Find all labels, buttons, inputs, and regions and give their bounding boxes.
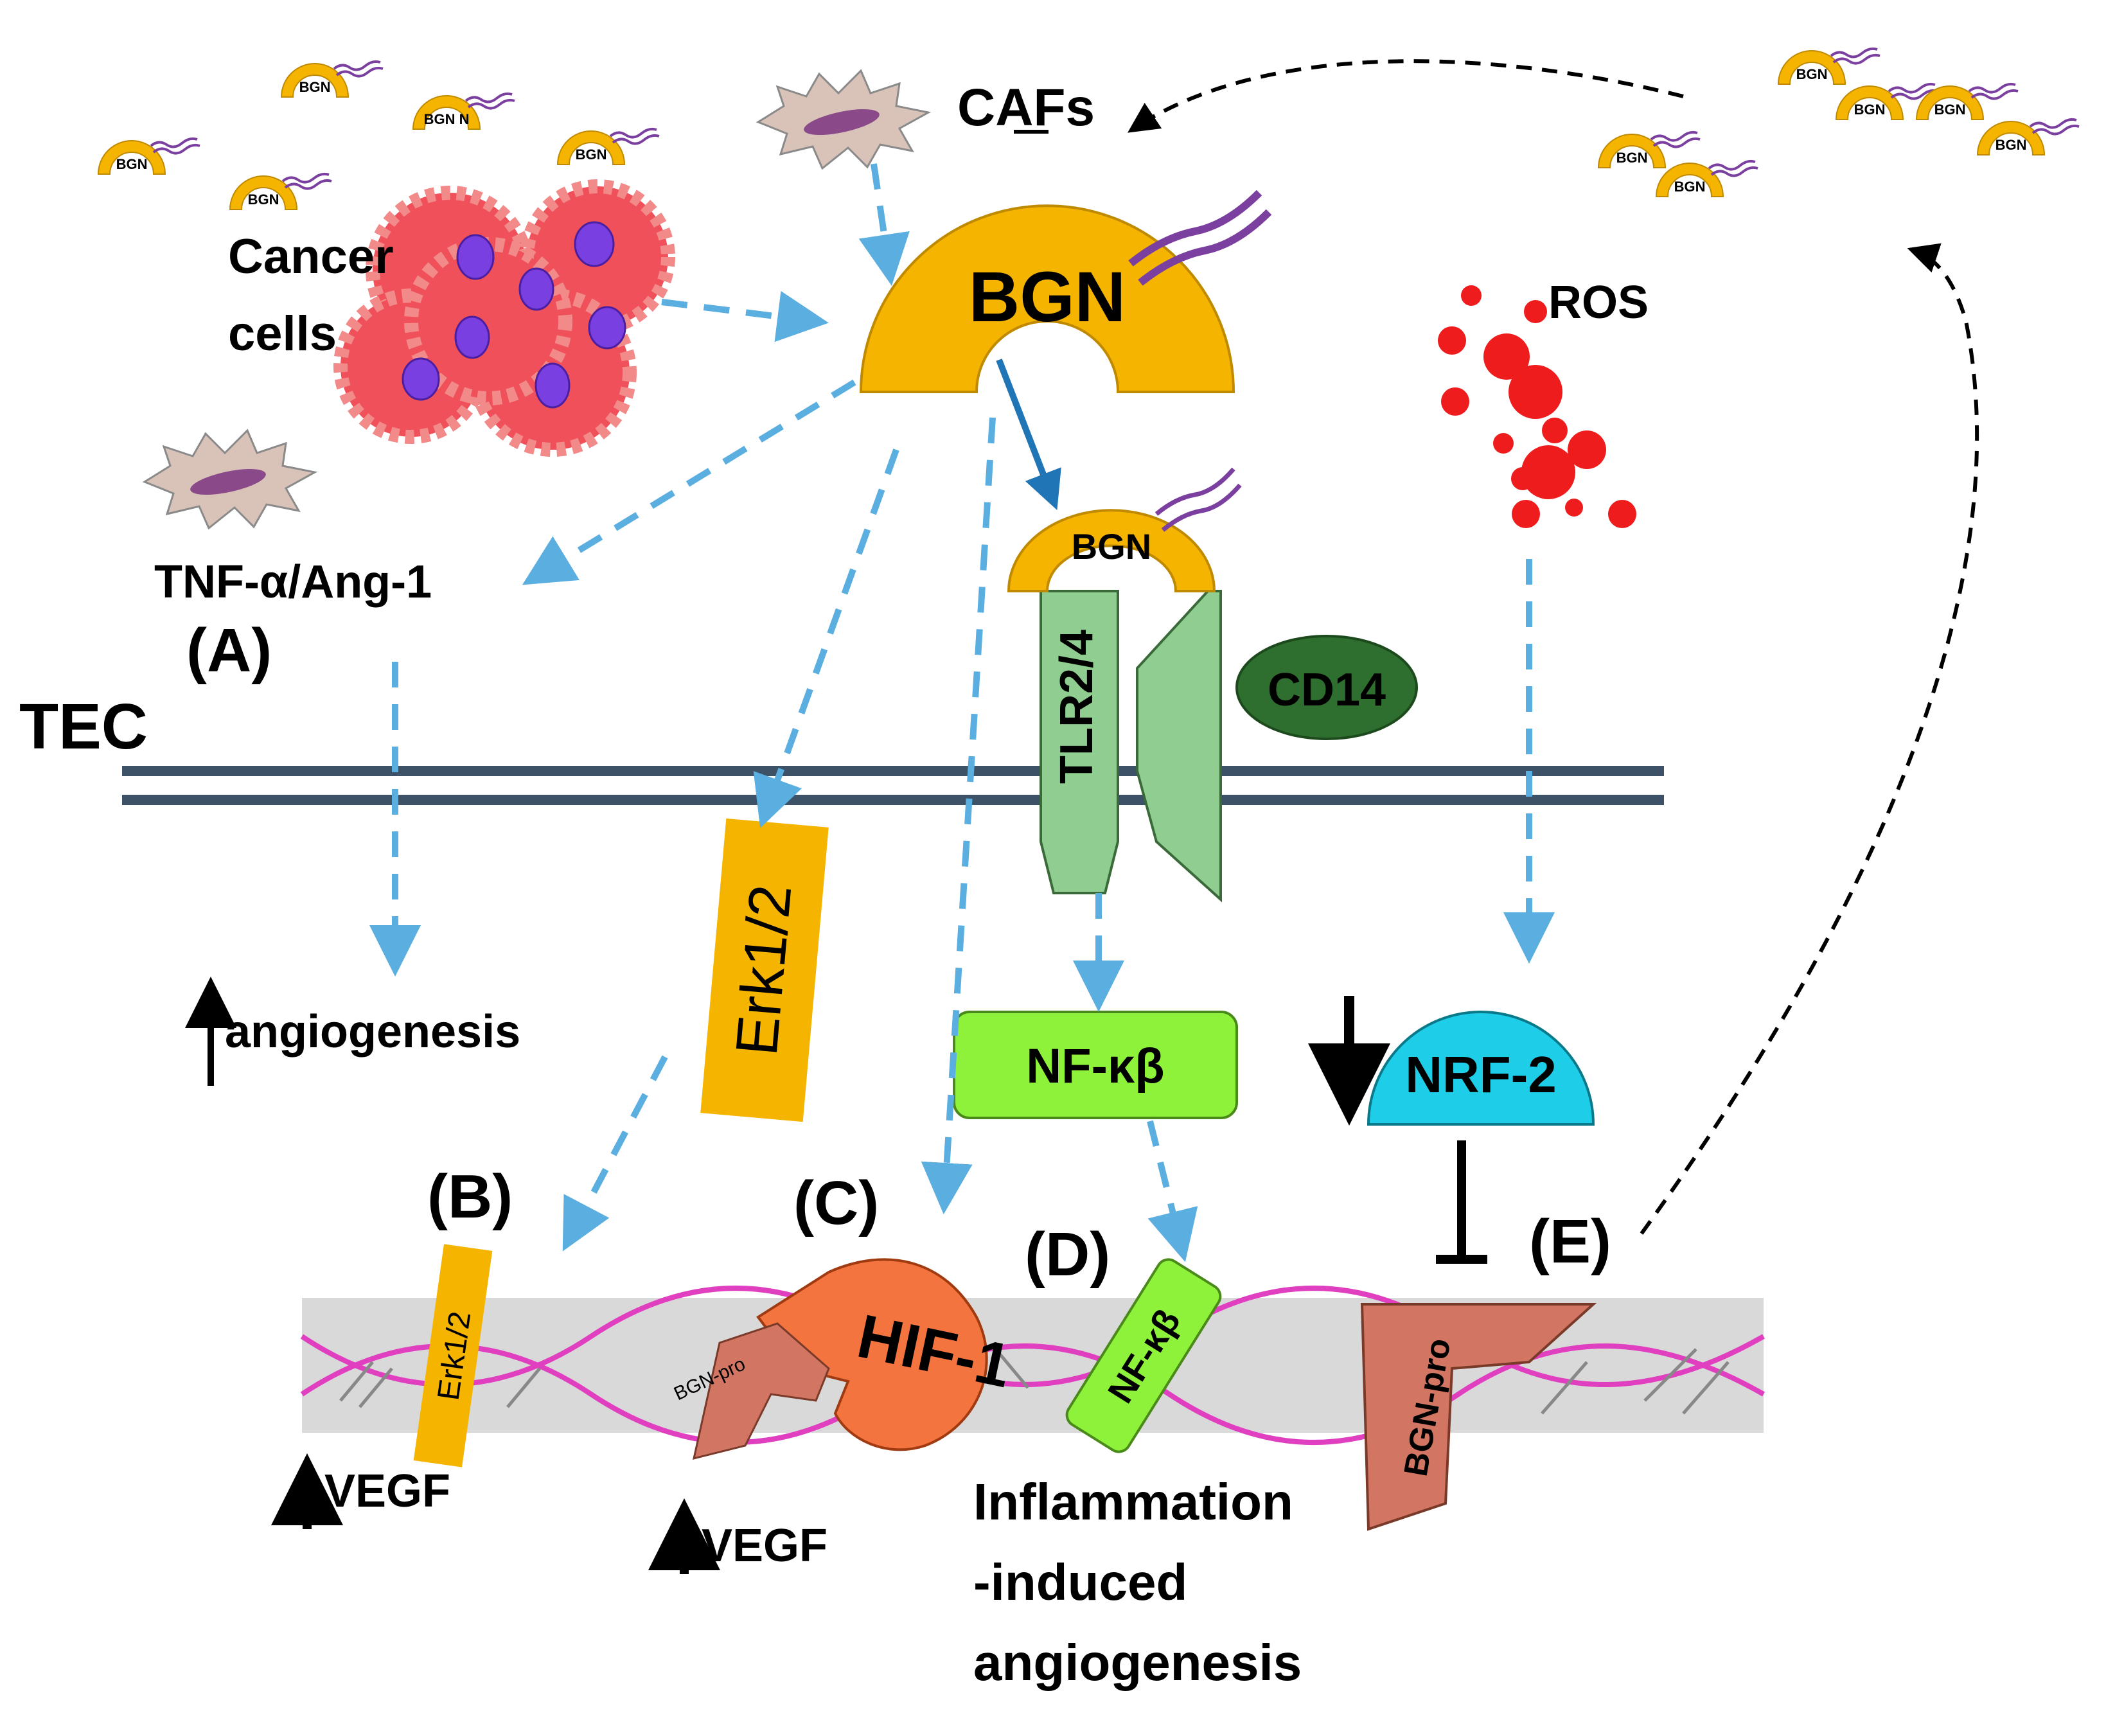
bgn-molecule-small: BGN xyxy=(1655,159,1759,198)
arrow-bgn-to-hif xyxy=(921,417,996,1214)
svg-text:BGN: BGN xyxy=(1995,137,2027,153)
cancer-cells-label: cells xyxy=(228,306,337,361)
caf-cell-left xyxy=(143,429,316,529)
cafs-label: CAFs xyxy=(957,78,1095,137)
arrow-erk-to-dna xyxy=(562,1055,668,1252)
svg-text:BGN: BGN xyxy=(299,79,331,95)
inflammation-label: -induced xyxy=(973,1554,1187,1611)
svg-text:BGN: BGN xyxy=(1072,526,1151,567)
label-d: (D) xyxy=(1025,1220,1110,1289)
svg-text:BGN: BGN xyxy=(1616,150,1648,166)
bgn-receptor-bound: BGN xyxy=(1007,467,1242,592)
angiogenesis-label: angiogenesis xyxy=(225,1006,520,1058)
bgn-molecule-small: BGN N xyxy=(412,92,516,130)
bgn-molecule-small: BGN xyxy=(1835,82,1939,121)
inhibition-bar xyxy=(1436,1140,1487,1264)
bgn-molecule-small: BGN xyxy=(1597,130,1701,169)
svg-text:BGN: BGN xyxy=(1796,66,1828,82)
svg-text:NF-κβ: NF-κβ xyxy=(1026,1039,1164,1094)
bgn-molecule-small: BGN xyxy=(1915,82,2019,121)
tec-label: TEC xyxy=(19,691,148,763)
caf-cell-top xyxy=(757,69,930,170)
bgn-molecule-small: BGN xyxy=(556,127,660,166)
tec-membrane xyxy=(122,766,1664,805)
tlr-label: TLR2/4 xyxy=(1051,630,1102,784)
svg-text:BGN: BGN xyxy=(1854,102,1886,118)
arrow-bgn-to-tnf xyxy=(522,379,856,585)
cd14: CD14 xyxy=(1235,635,1418,740)
tlr-receptor xyxy=(1040,590,1222,903)
bgn-molecule-small: BGN xyxy=(1777,47,1881,85)
arrow-cancer-to-bgn xyxy=(661,290,829,342)
dna-band xyxy=(300,1286,1765,1445)
arrow-bgn-to-erk xyxy=(753,448,899,828)
arrow-caf-to-bgn xyxy=(858,163,910,286)
bgn-molecule-small: BGN xyxy=(280,60,384,98)
arrow-bgn-to-receptor xyxy=(996,359,1061,510)
bgn-molecule-small: BGN xyxy=(1976,118,2080,156)
svg-text:BGN: BGN xyxy=(1674,179,1706,195)
label-b: (B) xyxy=(427,1162,513,1231)
inflammation-label: angiogenesis xyxy=(973,1634,1302,1691)
svg-text:BGN N: BGN N xyxy=(424,111,470,127)
tnf-ang1-label: TNF-α/Ang-1 xyxy=(154,556,432,608)
svg-text:Erk1/2: Erk1/2 xyxy=(724,882,804,1058)
svg-text:BGN: BGN xyxy=(116,156,148,172)
bgn-pro: BGN-pro xyxy=(1360,1303,1597,1531)
label-e: (E) xyxy=(1529,1207,1611,1276)
svg-text:BGN: BGN xyxy=(1934,102,1966,118)
bgn-main: BGN xyxy=(859,190,1272,393)
hif1: HIF-1 xyxy=(756,1258,1017,1451)
nfkb-box: NF-κβ xyxy=(953,1011,1238,1119)
bgn-pro-hif: BGN-pro xyxy=(671,1322,830,1460)
vegf-label: VEGF xyxy=(324,1466,450,1517)
ros-label: ROS xyxy=(1548,277,1649,328)
svg-text:BGN: BGN xyxy=(576,146,607,163)
arrow-feedback-to-cafs xyxy=(1128,59,1684,133)
erk-dna-box: Erk1/2 xyxy=(413,1244,493,1467)
arrow-nfkb-to-dna xyxy=(1147,1120,1198,1262)
inflammation-label: Inflammation xyxy=(973,1473,1293,1530)
erk-box: Erk1/2 xyxy=(700,818,829,1122)
vegf-label: VEGF xyxy=(702,1520,827,1572)
nrf2: NRF-2 xyxy=(1367,1011,1595,1126)
bgn-main-label: BGN xyxy=(969,258,1126,337)
label-a: (A) xyxy=(186,616,272,685)
cancer-cells-cluster xyxy=(333,179,675,457)
svg-text:BGN: BGN xyxy=(248,191,279,208)
ros-bubbles xyxy=(1438,285,1636,528)
arrow-feedback-to-bgn-pool xyxy=(1640,243,1979,1235)
label-c: (C) xyxy=(793,1169,879,1237)
bgn-molecule-small: BGN xyxy=(97,137,201,175)
bgn-molecule-small: BGN xyxy=(229,172,333,211)
svg-text:CD14: CD14 xyxy=(1268,664,1386,716)
cancer-cells-label: Cancer xyxy=(228,229,394,284)
svg-text:NRF-2: NRF-2 xyxy=(1405,1046,1557,1103)
